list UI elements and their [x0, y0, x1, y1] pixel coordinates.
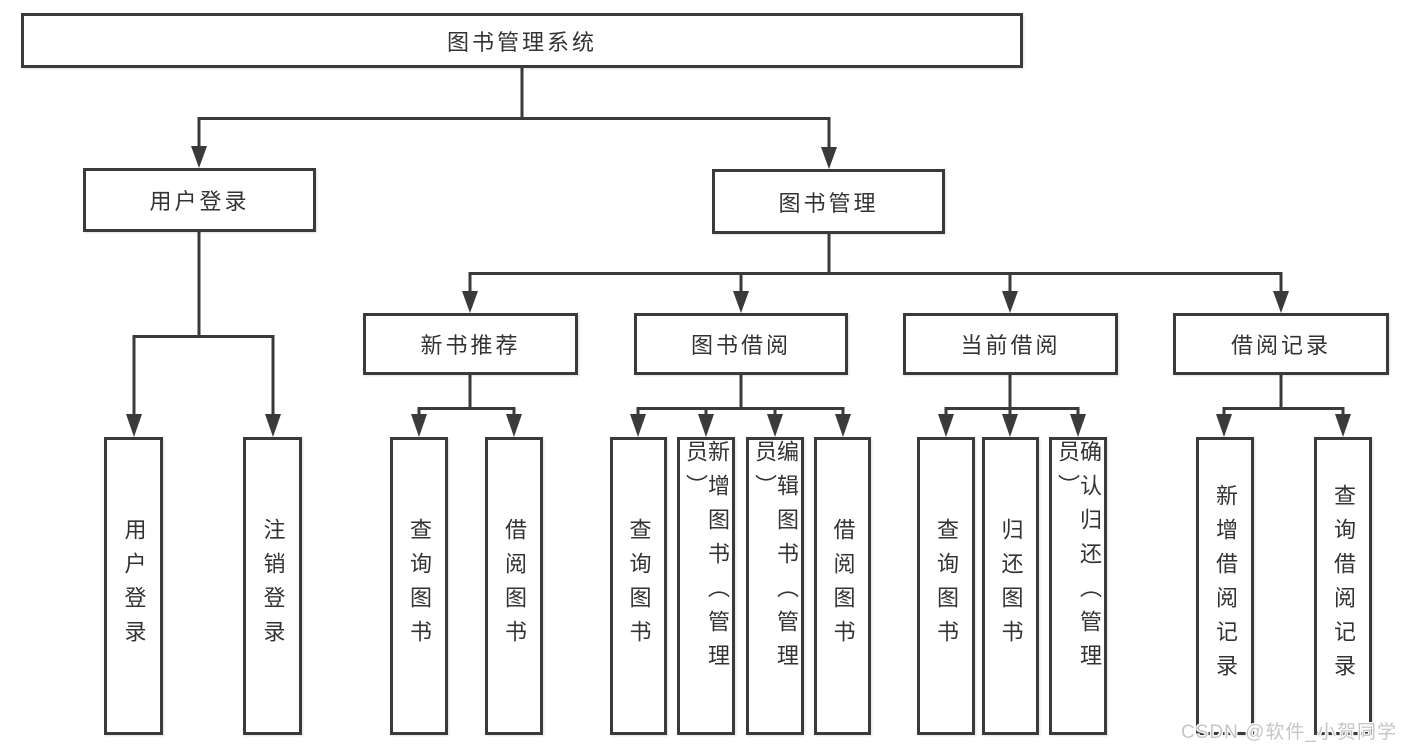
leaf-add-borrow-record: 新增借阅记录	[1196, 437, 1254, 735]
leaf-user-login: 用户登录	[104, 437, 163, 735]
leaf-borrow-books: 借阅图书	[814, 437, 871, 735]
node-new-book-recommend: 新书推荐	[363, 313, 578, 375]
leaf-query-books: 查询图书	[917, 437, 975, 735]
leaf-query-books: 查询图书	[390, 437, 448, 735]
leaf-borrow-books: 借阅图书	[485, 437, 543, 735]
leaf-confirm-return-admin: 确认归还（管理员）	[1049, 437, 1107, 735]
leaf-query-books: 查询图书	[610, 437, 667, 735]
leaf-edit-books-admin: 编辑图书（管理员）	[746, 437, 804, 735]
csdn-watermark: CSDN @软件_小贺同学	[1181, 722, 1397, 743]
leaf-return-books: 归还图书	[982, 437, 1039, 735]
node-book-management: 图书管理	[712, 169, 945, 234]
node-borrow-records: 借阅记录	[1173, 313, 1389, 375]
node-book-borrow: 图书借阅	[634, 313, 848, 375]
leaf-add-books-admin: 新增图书（管理员）	[677, 437, 735, 735]
arrowheads	[126, 146, 1351, 437]
leaf-logout: 注销登录	[243, 437, 302, 735]
node-user-login: 用户登录	[83, 168, 316, 232]
node-current-borrow: 当前借阅	[903, 313, 1118, 375]
node-library-management-system: 图书管理系统	[21, 13, 1023, 68]
leaf-query-borrow-record: 查询借阅记录	[1314, 437, 1372, 735]
